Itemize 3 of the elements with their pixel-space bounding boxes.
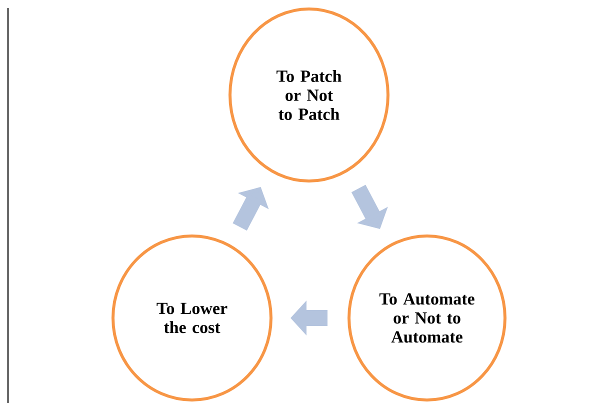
circle-node: To Lower the cost: [112, 234, 272, 402]
circle-node: To Automate or Not to Automate: [348, 234, 506, 402]
circle-node: To Patch or Not to Patch: [228, 8, 390, 182]
